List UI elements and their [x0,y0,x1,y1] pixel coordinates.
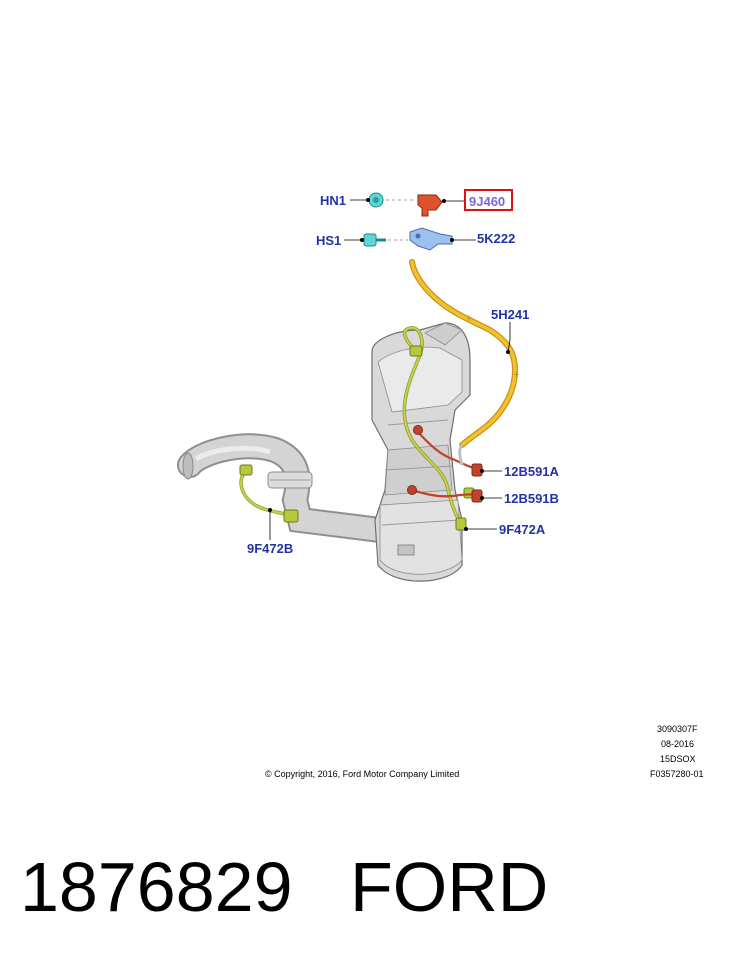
sensor-connector-b [239,464,253,476]
temp-sensor-plug-b [471,489,483,503]
sensor-connector [409,345,423,357]
svg-text:+: + [513,369,519,381]
bracket-5k222 [409,227,453,251]
label-5k222: 5K222 [477,231,515,246]
label-hs1: HS1 [316,233,341,248]
label-12b591b: 12B591B [504,491,559,506]
oxygen-sensor-harness-9f472b [239,464,299,523]
part-number: 1876829 [20,848,293,926]
diagram-date: 08-2016 [661,739,695,749]
label-9f472b: 9F472B [247,541,293,556]
leader-lines [267,197,511,540]
pressure-sensor-9j460 [417,194,443,217]
label-hn1: HN1 [320,193,346,208]
bolt-hs1 [363,233,386,247]
diagram-figure-id: F0357280-01 [650,769,704,779]
label-9f472a: 9F472A [499,522,546,537]
sensor-plug-a [455,517,467,531]
label-12b591a: 12B591A [504,464,560,479]
sensor-plug-b [283,509,299,523]
label-9j460[interactable]: 9J460 [469,194,505,209]
copyright-notice: © Copyright, 2016, Ford Motor Company Li… [265,769,460,779]
pressure-tube-5h241: + + [409,259,519,466]
nut-hn1 [368,192,384,208]
diagram-model: 15DSOX [660,754,696,764]
brand-name: FORD [350,848,549,926]
label-5h241: 5H241 [491,307,529,322]
diagram-code: 3090307F [657,724,698,734]
highlight-box-9j460 [464,189,513,211]
svg-text:+: + [466,313,472,325]
exhaust-pipe [177,433,393,543]
